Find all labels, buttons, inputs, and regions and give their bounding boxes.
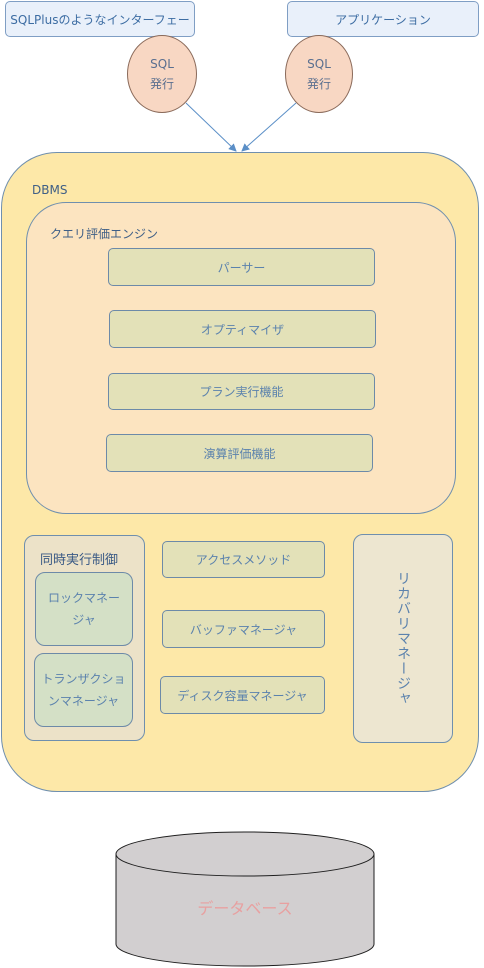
buffer-manager-box: バッファマネージャ [162,610,325,648]
sql-issue-left-line2: 発行 [149,77,174,91]
sql-issue-left-line1: SQL [150,57,174,71]
query-engine-label: クエリ評価エンジン [50,227,159,241]
operator-evaluator-box: 演算評価機能 [106,434,373,472]
sql-issue-bubble-right: SQL 発行 [285,35,353,113]
lock-manager-box: ロックマネー ジャ [35,572,133,646]
lock-manager-line2: ジャ [72,613,96,627]
transaction-manager-line2: ンマネージャ [47,694,120,708]
disk-space-manager-box: ディスク容量マネージャ [160,676,325,714]
recovery-manager-label: リカバリマネージャ [395,571,411,706]
lock-manager-line1: ロックマネー [47,591,120,605]
concurrency-control-label: 同時実行制御 [40,553,119,568]
dbms-label: DBMS [32,183,68,197]
sqlplus-interface-box: SQLPlusのようなインターフェー [5,1,195,37]
parser-box: パーサー [108,248,375,286]
sql-arrow-left [185,102,237,152]
recovery-manager-box: リカバリマネージャ [353,534,453,743]
database-label: データベース [197,899,292,918]
transaction-manager-line1: トランザクショ [41,672,126,686]
sql-arrow-right [241,102,297,152]
sql-issue-right-line1: SQL [307,57,331,71]
optimizer-box: オプティマイザ [109,310,376,348]
application-box: アプリケーション [287,1,479,37]
transaction-manager-box: トランザクショ ンマネージャ [34,653,133,727]
sql-issue-bubble-left: SQL 発行 [127,35,197,113]
access-methods-box: アクセスメソッド [162,541,325,578]
plan-executor-box: プラン実行機能 [108,373,375,410]
sql-issue-right-line2: 発行 [306,77,331,91]
database-cylinder: データベース [115,831,375,967]
